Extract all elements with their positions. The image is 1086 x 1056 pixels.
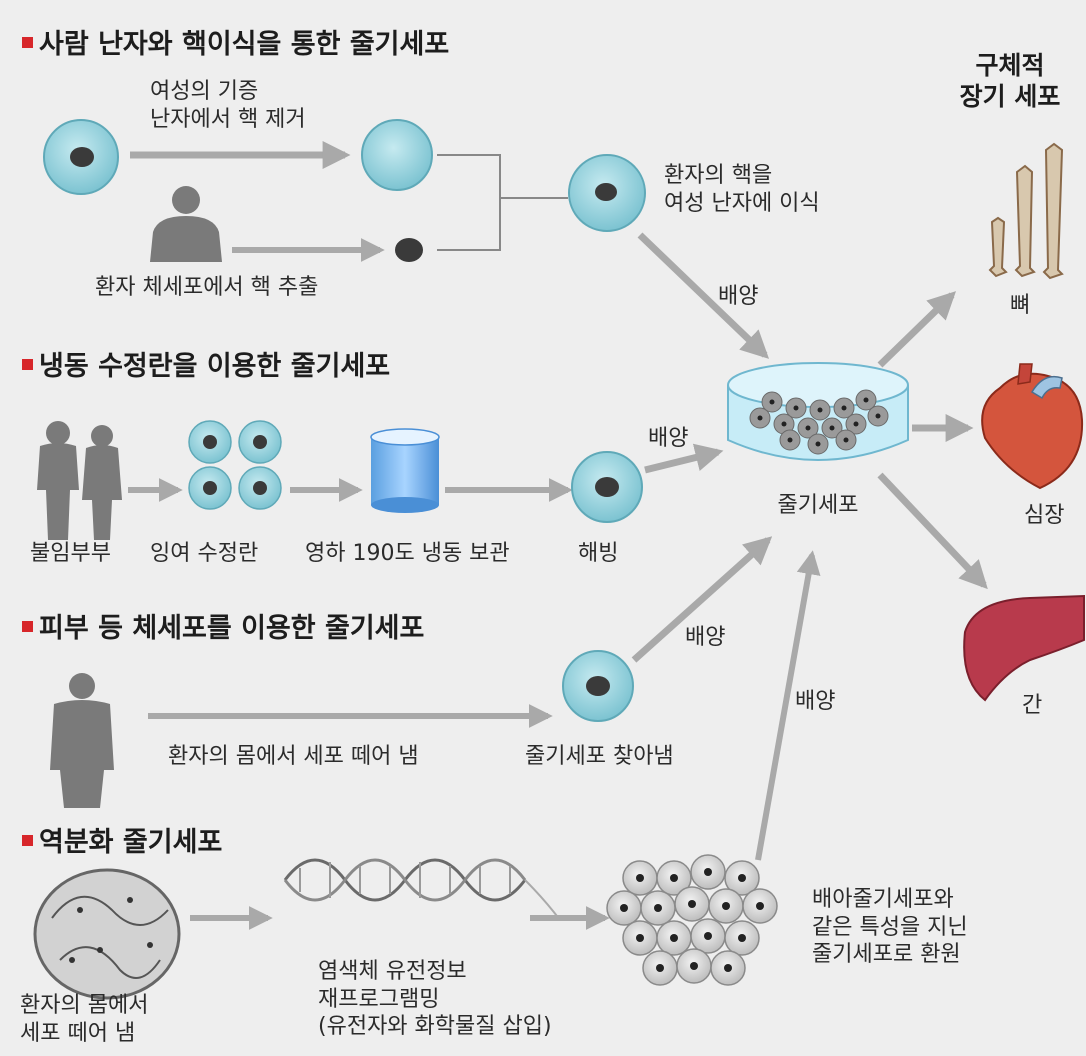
s4-reprog-line3: (유전자와 화학물질 삽입)	[318, 1013, 552, 1041]
section-marker	[22, 359, 33, 370]
s4-take-line2: 세포 떼어 냄	[20, 1020, 148, 1048]
s1-transplanted-egg	[569, 155, 645, 231]
s2-embryo-label: 잉여 수정란	[150, 540, 258, 568]
organs-header-line1: 구체적	[948, 50, 1072, 81]
section-title-text: 사람 난자와 핵이식을 통한 줄기세포	[39, 29, 449, 60]
s4-dna-helix	[285, 860, 560, 920]
stem-cell-label: 줄기세포	[758, 492, 878, 520]
s2-embryo-cells	[189, 421, 281, 509]
culture-label-s4: 배양	[795, 688, 835, 716]
s1-merge-bracket	[437, 155, 568, 250]
s4-take-line1: 환자의 몸에서	[20, 992, 148, 1020]
s3-take-label: 환자의 몸에서 세포 떼어 냄	[168, 743, 419, 771]
s2-thawed-cell	[572, 452, 642, 522]
s4-take-label: 환자의 몸에서 세포 떼어 냄	[20, 992, 148, 1047]
s1-donor-egg-cell	[44, 120, 118, 194]
culture-label-s3: 배양	[685, 624, 725, 652]
s4-result-label: 배아줄기세포와 같은 특성을 지닌 줄기세포로 환원	[812, 886, 968, 969]
s2-couple-label: 불임부부	[30, 540, 111, 568]
s4-reprog-line1: 염색체 유전정보	[318, 958, 552, 986]
s2-thaw-label: 해빙	[578, 540, 618, 568]
organs-header: 구체적 장기 세포	[948, 50, 1072, 113]
organs-header-line2: 장기 세포	[948, 81, 1072, 112]
s3-found-label: 줄기세포 찾아냄	[525, 743, 674, 771]
section-marker	[22, 621, 33, 632]
s3-found-cell	[563, 651, 633, 721]
section-title-somatic-cell: 피부 등 체세포를 이용한 줄기세포	[22, 612, 424, 646]
s1-result-line2: 여성 난자에 이식	[664, 190, 820, 218]
arrow-to-liver	[880, 475, 984, 585]
section-title-text: 역분화 줄기세포	[39, 827, 222, 858]
heart-illustration	[982, 364, 1082, 488]
s4-result-line3: 줄기세포로 환원	[812, 941, 968, 969]
culture-label-s2: 배양	[648, 425, 688, 453]
s2-freezer-cylinder	[371, 429, 439, 513]
s4-body-cell	[35, 870, 179, 998]
section-title-text: 냉동 수정란을 이용한 줄기세포	[39, 351, 390, 382]
bone-illustration	[990, 144, 1062, 278]
heart-label: 심장	[1024, 502, 1064, 530]
s1-extracted-nucleus	[395, 238, 423, 262]
arrow-to-bone	[880, 295, 952, 365]
s2-frozen-label: 영하 190도 냉동 보관	[305, 540, 510, 568]
s3-patient-silhouette	[50, 673, 114, 808]
s1-step1-label: 여성의 기증 난자에서 핵 제거	[150, 78, 306, 133]
s1-result-line1: 환자의 핵을	[664, 162, 820, 190]
section-marker	[22, 37, 33, 48]
bone-label: 뼈	[1010, 292, 1030, 320]
section-title-text: 피부 등 체세포를 이용한 줄기세포	[39, 613, 424, 644]
s1-step2-label: 환자 체세포에서 핵 추출	[95, 274, 318, 302]
s4-result-line1: 배아줄기세포와	[812, 886, 968, 914]
s4-reprog-label: 염색체 유전정보 재프로그램밍 (유전자와 화학물질 삽입)	[318, 958, 552, 1041]
s2-couple-silhouette	[37, 421, 122, 540]
section-marker	[22, 835, 33, 846]
s1-enucleated-egg	[362, 120, 432, 190]
s1-patient-silhouette	[150, 186, 222, 262]
s1-result-label: 환자의 핵을 여성 난자에 이식	[664, 162, 820, 217]
s1-step1-line1: 여성의 기증	[150, 78, 306, 106]
s1-step1-line2: 난자에서 핵 제거	[150, 106, 306, 134]
section-title-frozen-embryo: 냉동 수정란을 이용한 줄기세포	[22, 350, 390, 384]
stem-cell-dish	[728, 363, 908, 460]
s4-cell-cluster	[607, 855, 777, 985]
liver-illustration	[964, 596, 1084, 700]
s4-result-line2: 같은 특성을 지닌	[812, 914, 968, 942]
section-title-nuclear-transfer: 사람 난자와 핵이식을 통한 줄기세포	[22, 28, 449, 62]
s4-reprog-line2: 재프로그램밍	[318, 986, 552, 1014]
liver-label: 간	[1022, 692, 1042, 720]
section-title-reprogramming: 역분화 줄기세포	[22, 826, 222, 860]
culture-label-s1: 배양	[718, 283, 758, 311]
s2-arrow-culture	[645, 452, 718, 470]
